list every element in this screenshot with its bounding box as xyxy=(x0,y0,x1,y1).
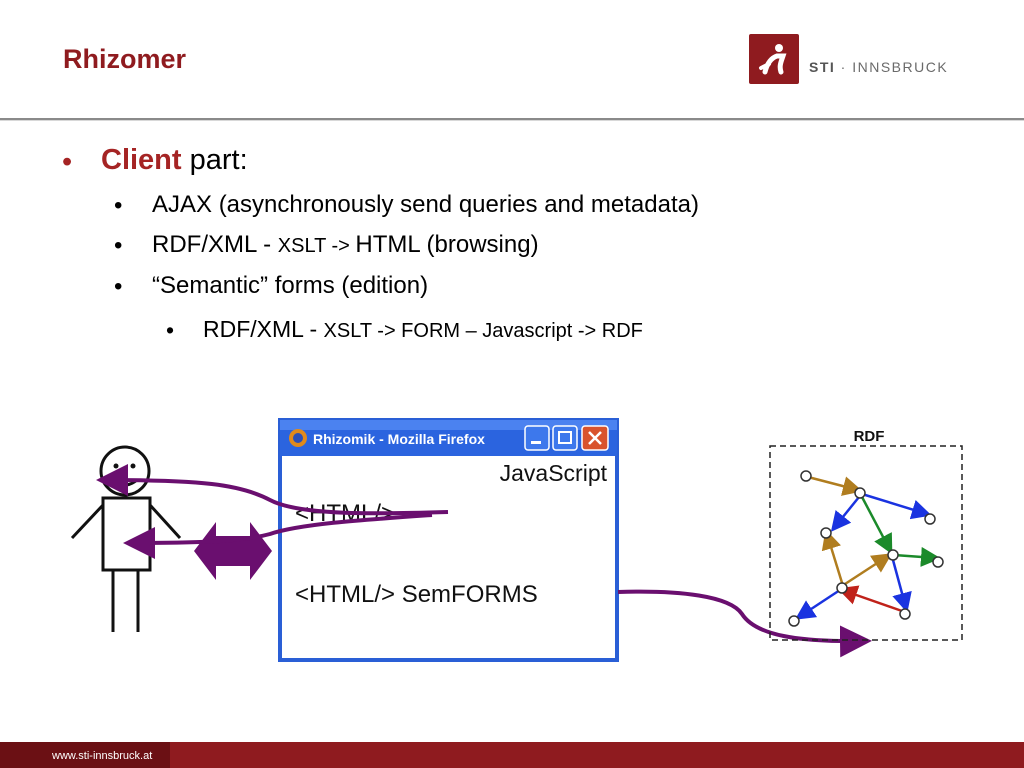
bullet-semantic-forms: “Semantic” forms (edition) xyxy=(152,272,429,299)
bullet-ajax: AJAX (asynchronously send queries and me… xyxy=(152,191,699,218)
bullet-marker: • xyxy=(166,317,175,343)
close-icon[interactable] xyxy=(581,425,609,451)
client-rest: part: xyxy=(181,144,248,176)
xslt-form-text: XSLT -> FORM – Javascript -> RDF xyxy=(323,320,643,342)
header-divider xyxy=(0,118,1024,120)
flow-arrow-to-rdf xyxy=(617,589,872,658)
bullet-marker: • xyxy=(62,146,73,178)
client-accent: Client xyxy=(101,144,182,176)
footer-url[interactable]: www.sti-innsbruck.at xyxy=(52,750,153,762)
bullet-client-part: Client part: xyxy=(101,144,248,177)
logo-separator: · xyxy=(835,59,853,75)
firefox-window xyxy=(278,418,619,662)
bullet-rdfxml-html: RDF/XML - XSLT -> HTML (browsing) xyxy=(152,231,539,259)
logo-text: STI · INNSBRUCK xyxy=(809,59,948,75)
footer-bar xyxy=(0,742,1024,768)
rdfxml-text: RDF/XML - xyxy=(203,316,324,342)
footer-band xyxy=(0,742,170,768)
sti-figure-logo-icon xyxy=(749,34,799,84)
flow-arrow-to-user-body xyxy=(123,513,433,559)
bidirectional-arrow-icon xyxy=(194,522,272,580)
stick-figure-user-icon xyxy=(70,445,182,632)
html-semforms-label: <HTML/> SemFORMS xyxy=(295,581,538,608)
header-divider-shadow xyxy=(0,120,1024,121)
rdf-label: RDF xyxy=(854,428,885,445)
rdf-graph xyxy=(788,470,944,627)
bullet-rdfxml-form: RDF/XML - XSLT -> FORM – Javascript -> R… xyxy=(203,316,643,343)
window-title: Rhizomik - Mozilla Firefox xyxy=(313,431,485,447)
rdfxml-text: RDF/XML - xyxy=(152,231,278,258)
bullet-marker: • xyxy=(114,232,123,259)
html-browsing-text: HTML (browsing) xyxy=(355,231,539,258)
maximize-icon[interactable] xyxy=(552,425,578,451)
sti-logo: STI · INNSBRUCK xyxy=(749,34,949,84)
minimize-icon[interactable] xyxy=(524,425,550,451)
xslt-text: XSLT -> xyxy=(277,235,356,257)
logo-city: INNSBRUCK xyxy=(852,59,949,75)
logo-brand: STI xyxy=(809,59,836,75)
javascript-label: JavaScript xyxy=(500,460,608,486)
bullet-marker: • xyxy=(114,192,123,219)
slide-title: Rhizomer xyxy=(63,44,187,74)
bullet-marker: • xyxy=(114,273,123,300)
rdf-graph-box xyxy=(769,445,963,641)
flow-arrow-to-user-head xyxy=(96,464,449,516)
